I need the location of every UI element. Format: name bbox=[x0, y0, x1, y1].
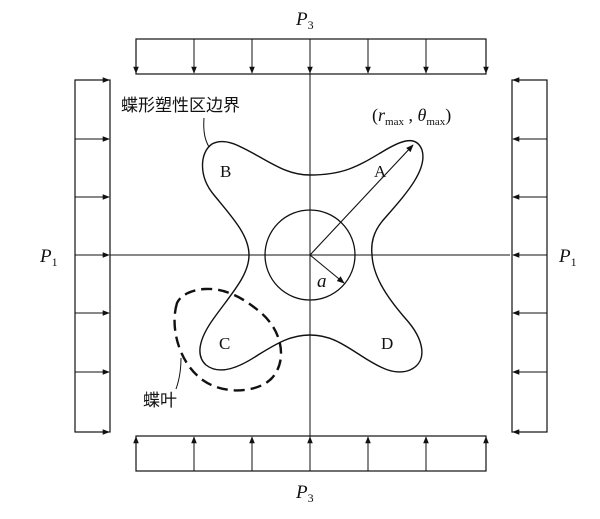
max-radius-arrow bbox=[309, 144, 414, 256]
opening-circle bbox=[264, 209, 356, 301]
right-load-block bbox=[511, 77, 548, 435]
leaf-leader-line bbox=[175, 357, 182, 390]
lobe-label-b: B bbox=[220, 162, 231, 181]
radius-arrow bbox=[309, 254, 345, 284]
bottom-load-label: P3 bbox=[295, 482, 314, 505]
butterfly-leaf-label: 蝶叶 bbox=[143, 391, 177, 411]
butterfly-leaf-dashed bbox=[173, 287, 283, 392]
top-load-label: P3 bbox=[295, 9, 314, 32]
bottom-load-block bbox=[133, 435, 489, 472]
left-load-label: P1 bbox=[39, 246, 58, 269]
right-load-label: P1 bbox=[558, 246, 577, 269]
left-load-arrows bbox=[75, 77, 110, 435]
lobe-label-d: D bbox=[381, 334, 393, 353]
right-load-arrows bbox=[512, 77, 547, 435]
butterfly-zone-boundary bbox=[199, 140, 424, 373]
lobe-label-a: A bbox=[374, 162, 387, 181]
boundary-leader-line bbox=[203, 117, 210, 148]
top-load-block bbox=[133, 38, 489, 75]
butterfly-boundary-label: 蝶形塑性区边界 bbox=[121, 96, 240, 116]
radius-label: a bbox=[317, 271, 327, 292]
lobe-label-c: C bbox=[219, 334, 230, 353]
max-point-label: (rmax , θmax) bbox=[372, 105, 451, 128]
left-load-block bbox=[74, 77, 111, 435]
top-load-arrows bbox=[133, 39, 489, 74]
bottom-load-arrows bbox=[133, 436, 489, 471]
